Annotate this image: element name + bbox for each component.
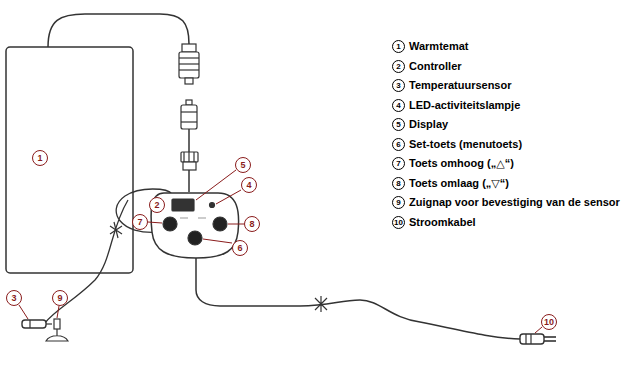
callout-number: 6 — [232, 240, 248, 256]
callout-number: 5 — [235, 157, 251, 173]
part-name: Warmtemat — [409, 40, 469, 53]
callout-number: 3 — [6, 290, 22, 306]
leader-lines — [19, 170, 542, 333]
sensor-cable — [45, 189, 172, 323]
callout-number: 1 — [32, 150, 48, 166]
temperature-sensor — [22, 320, 52, 328]
connector — [179, 44, 199, 84]
list-number: 10 — [392, 216, 405, 229]
list-number: 7 — [392, 157, 405, 170]
suction-cup — [46, 319, 68, 341]
callout-number: 9 — [52, 290, 68, 306]
list-number: 3 — [392, 79, 405, 92]
part-name: Toets omhoog („△“) — [409, 157, 514, 170]
list-number: 2 — [392, 60, 405, 73]
list-number: 8 — [392, 177, 405, 190]
callout-number: 8 — [244, 216, 260, 232]
callout-number: 7 — [132, 214, 148, 230]
part-name: LED-activiteitslampje — [409, 99, 520, 112]
part-name: Stroomkabel — [409, 216, 476, 229]
part-name: Display — [409, 118, 448, 131]
cable-tie — [315, 296, 327, 312]
part-name: Set-toets (menutoets) — [409, 138, 522, 151]
mat-cable — [48, 14, 189, 47]
list-number: 9 — [392, 196, 405, 209]
heat-mat — [6, 47, 133, 273]
callout-number: 4 — [241, 177, 257, 193]
list-number: 5 — [392, 118, 405, 131]
power-cable — [196, 258, 520, 339]
part-name: Temperatuursensor — [409, 79, 512, 92]
part-name: Toets omlaag („▽“) — [409, 177, 509, 190]
list-number: 1 — [392, 40, 405, 53]
callout-number: 2 — [149, 197, 165, 213]
part-name: Zuignap voor bevestiging van de sensor — [409, 196, 620, 209]
cable-tie — [110, 222, 122, 238]
list-number: 6 — [392, 138, 405, 151]
list-number: 4 — [392, 99, 405, 112]
power-plug — [520, 334, 556, 344]
callout-number: 10 — [541, 314, 557, 330]
connector — [181, 100, 198, 192]
part-name: Controller — [409, 60, 462, 73]
